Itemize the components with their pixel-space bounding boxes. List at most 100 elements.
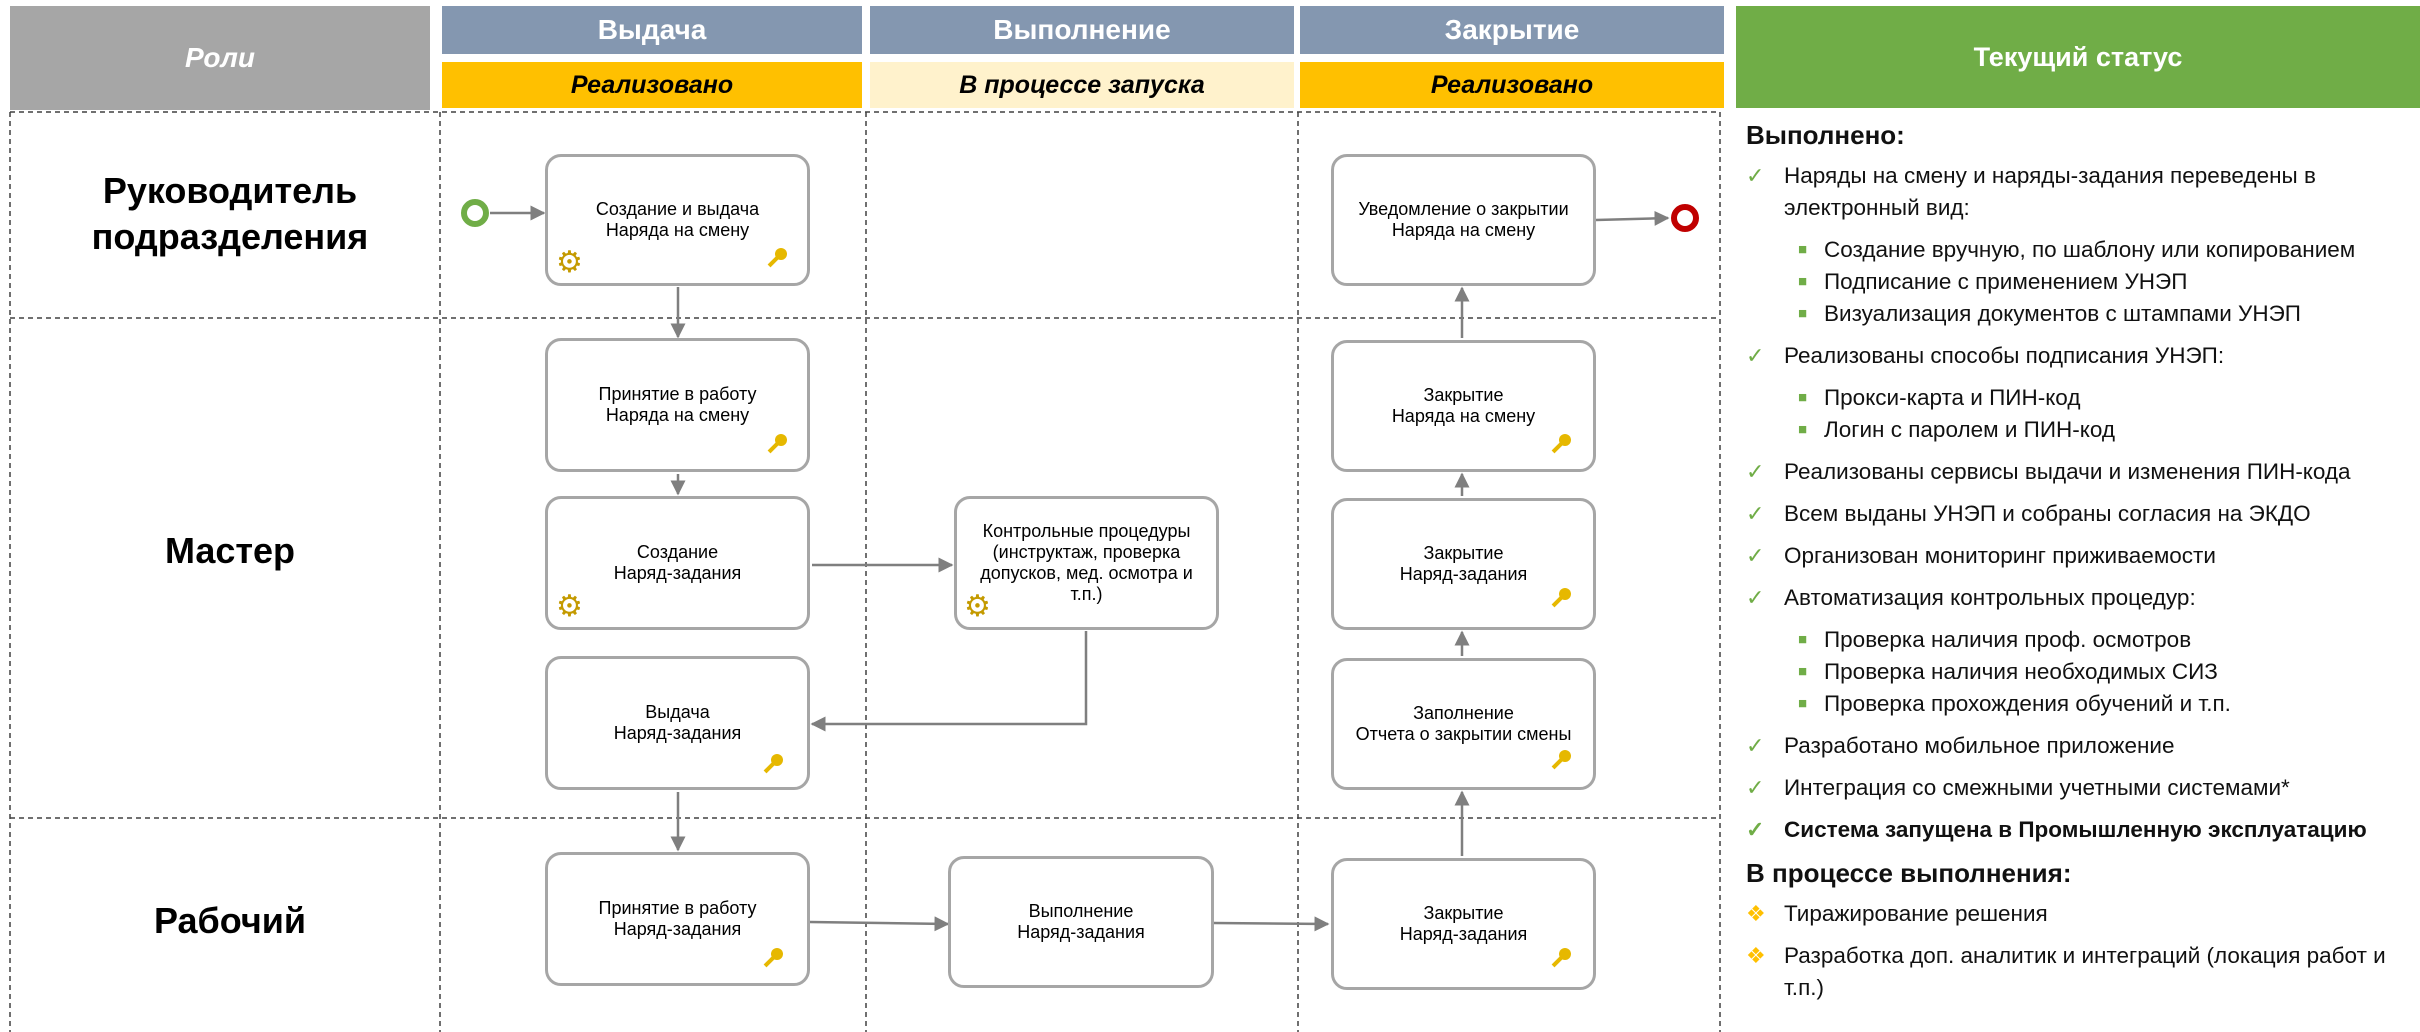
done-item: ✓Организован мониторинг приживаемости — [1746, 540, 2420, 572]
task-label: Наряда на смену — [1391, 406, 1536, 426]
sub-item-text: Логин с паролем и ПИН-код — [1824, 417, 2115, 442]
task-label: Принятие в работу — [598, 384, 757, 404]
end-event-icon — [1671, 204, 1699, 232]
sub-item-text: Создание вручную, по шаблону или копиров… — [1824, 237, 2356, 262]
task-label: Наряда на смену — [605, 220, 750, 240]
swimlane-diagram — [9, 111, 1721, 1032]
status-panel: Выполнено: ✓ Наряды на смену и наряды-зад… — [1746, 114, 2420, 1014]
check-icon: ✓ — [1746, 817, 1765, 842]
roles-header: Роли — [10, 6, 430, 110]
role-label-line: подразделения — [91, 216, 369, 257]
square-bullet-icon: ■ — [1798, 273, 1808, 290]
role-worker: Рабочий — [153, 900, 307, 941]
gear-icon: ⚙ — [556, 590, 583, 623]
task-label: Наряд-задания — [1017, 922, 1145, 942]
sub-item-text: Проверка прохождения обучений и т.п. — [1824, 691, 2231, 716]
square-bullet-icon: ■ — [1798, 631, 1808, 648]
task-label: Наряда на смену — [605, 405, 750, 425]
done-item-text: Реализованы сервисы выдачи и изменения П… — [1784, 459, 2351, 484]
in-progress-item: ❖ Тиражирование решения — [1746, 898, 2420, 930]
check-icon: ✓ — [1746, 585, 1765, 610]
task-label: т.п.) — [1070, 584, 1103, 604]
square-bullet-icon: ■ — [1798, 663, 1808, 680]
sub-item-text: Визуализация документов с штампами УНЭП — [1824, 301, 2301, 326]
task-label: Закрытие — [1423, 543, 1504, 563]
status-badge-execution: В процессе запуска — [870, 62, 1294, 108]
check-icon: ✓ — [1746, 163, 1765, 188]
task-label: Наряд-задания — [613, 563, 742, 583]
task-label: Контрольные процедуры — [982, 521, 1191, 541]
key-icon — [1551, 588, 1571, 608]
square-bullet-icon: ■ — [1798, 695, 1808, 712]
task-box-control-procedures[interactable]: Контрольные процедуры(инструктаж, провер… — [954, 496, 1219, 630]
check-icon: ✓ — [1746, 733, 1765, 758]
square-bullet-icon: ■ — [1798, 389, 1808, 406]
key-icon — [767, 248, 787, 268]
done-item-text: Наряды на смену и наряды-задания перевед… — [1784, 163, 2316, 220]
task-label: Уведомление о закрытии — [1358, 199, 1569, 219]
sub-item: ■ Логин с паролем и ПИН-код — [1746, 414, 2420, 446]
square-bullet-icon: ■ — [1798, 305, 1808, 322]
done-item-text: Разработано мобильное приложение — [1784, 733, 2175, 758]
task-label: Создание — [636, 542, 719, 562]
check-icon: ✓ — [1746, 543, 1765, 568]
task-label: Наряд-задания — [613, 723, 742, 743]
task-label: Выдача — [645, 702, 710, 722]
column-header-closing: Закрытие — [1300, 6, 1724, 54]
sub-item-text: Проверка наличия необходимых СИЗ — [1824, 659, 2218, 684]
sub-item: ■ Проверка прохождения обучений и т.п. — [1746, 688, 2420, 720]
done-item-text: Система запущена в Промышленную эксплуат… — [1784, 817, 2367, 842]
task-label: Закрытие — [1423, 385, 1504, 405]
sub-item: ■ Проверка наличия необходимых СИЗ — [1746, 656, 2420, 688]
column-header-execution: Выполнение — [870, 6, 1294, 54]
in-progress-item: ❖ Разработка доп. аналитик и интеграций (… — [1746, 940, 2420, 1004]
square-bullet-icon: ■ — [1798, 421, 1808, 438]
role-head-of-unit: Руководитель подразделения — [40, 168, 420, 260]
sub-item: ■ Проверка наличия проф. осмотров — [1746, 624, 2420, 656]
in-progress-section-title: В процессе выполнения: — [1746, 858, 2072, 888]
key-icon — [1551, 750, 1571, 770]
done-item: ✓Интеграция со смежными учетными система… — [1746, 772, 2420, 804]
star-bullet-icon: ❖ — [1746, 943, 1766, 968]
task-label: Наряд-задания — [1399, 564, 1528, 584]
star-bullet-icon: ❖ — [1746, 901, 1766, 926]
key-icon — [767, 434, 787, 454]
task-label: Принятие в работу — [598, 898, 757, 918]
done-item-text: Автоматизация контрольных процедур: — [1784, 585, 2196, 610]
task-label: Наряда на смену — [1391, 220, 1536, 240]
sub-item-text: Прокси-карта и ПИН-код — [1824, 385, 2081, 410]
task-label: Заполнение — [1413, 703, 1514, 723]
role-foreman: Мастер — [164, 530, 296, 571]
check-icon: ✓ — [1746, 343, 1765, 368]
task-label: Создание и выдача — [595, 199, 760, 219]
done-section-title: Выполнено: — [1746, 120, 1905, 150]
in-progress-item-text: Тиражирование решения — [1784, 901, 2048, 926]
status-badge-issue: Реализовано — [442, 62, 862, 108]
sub-item-text: Проверка наличия проф. осмотров — [1824, 627, 2192, 652]
task-label: допусков, мед. осмотра и — [980, 563, 1193, 583]
sub-item-text: Подписание с применением УНЭП — [1824, 269, 2188, 294]
done-item: ✓ Автоматизация контрольных процедур: — [1746, 582, 2420, 614]
gear-icon: ⚙ — [964, 590, 991, 623]
check-icon: ✓ — [1746, 459, 1765, 484]
in-progress-item-text: Разработка доп. аналитик и интеграций (л… — [1784, 943, 2386, 1000]
done-item-text: Всем выданы УНЭП и собраны согласия на Э… — [1784, 501, 2311, 526]
column-header-issue: Выдача — [442, 6, 862, 54]
task-label: Выполнение — [1028, 901, 1134, 921]
status-badge-closing: Реализовано — [1300, 62, 1724, 108]
current-status-header: Текущий статус — [1736, 6, 2420, 108]
square-bullet-icon: ■ — [1798, 241, 1808, 258]
check-icon: ✓ — [1746, 775, 1765, 800]
swimlane-grid — [9, 111, 1721, 1032]
